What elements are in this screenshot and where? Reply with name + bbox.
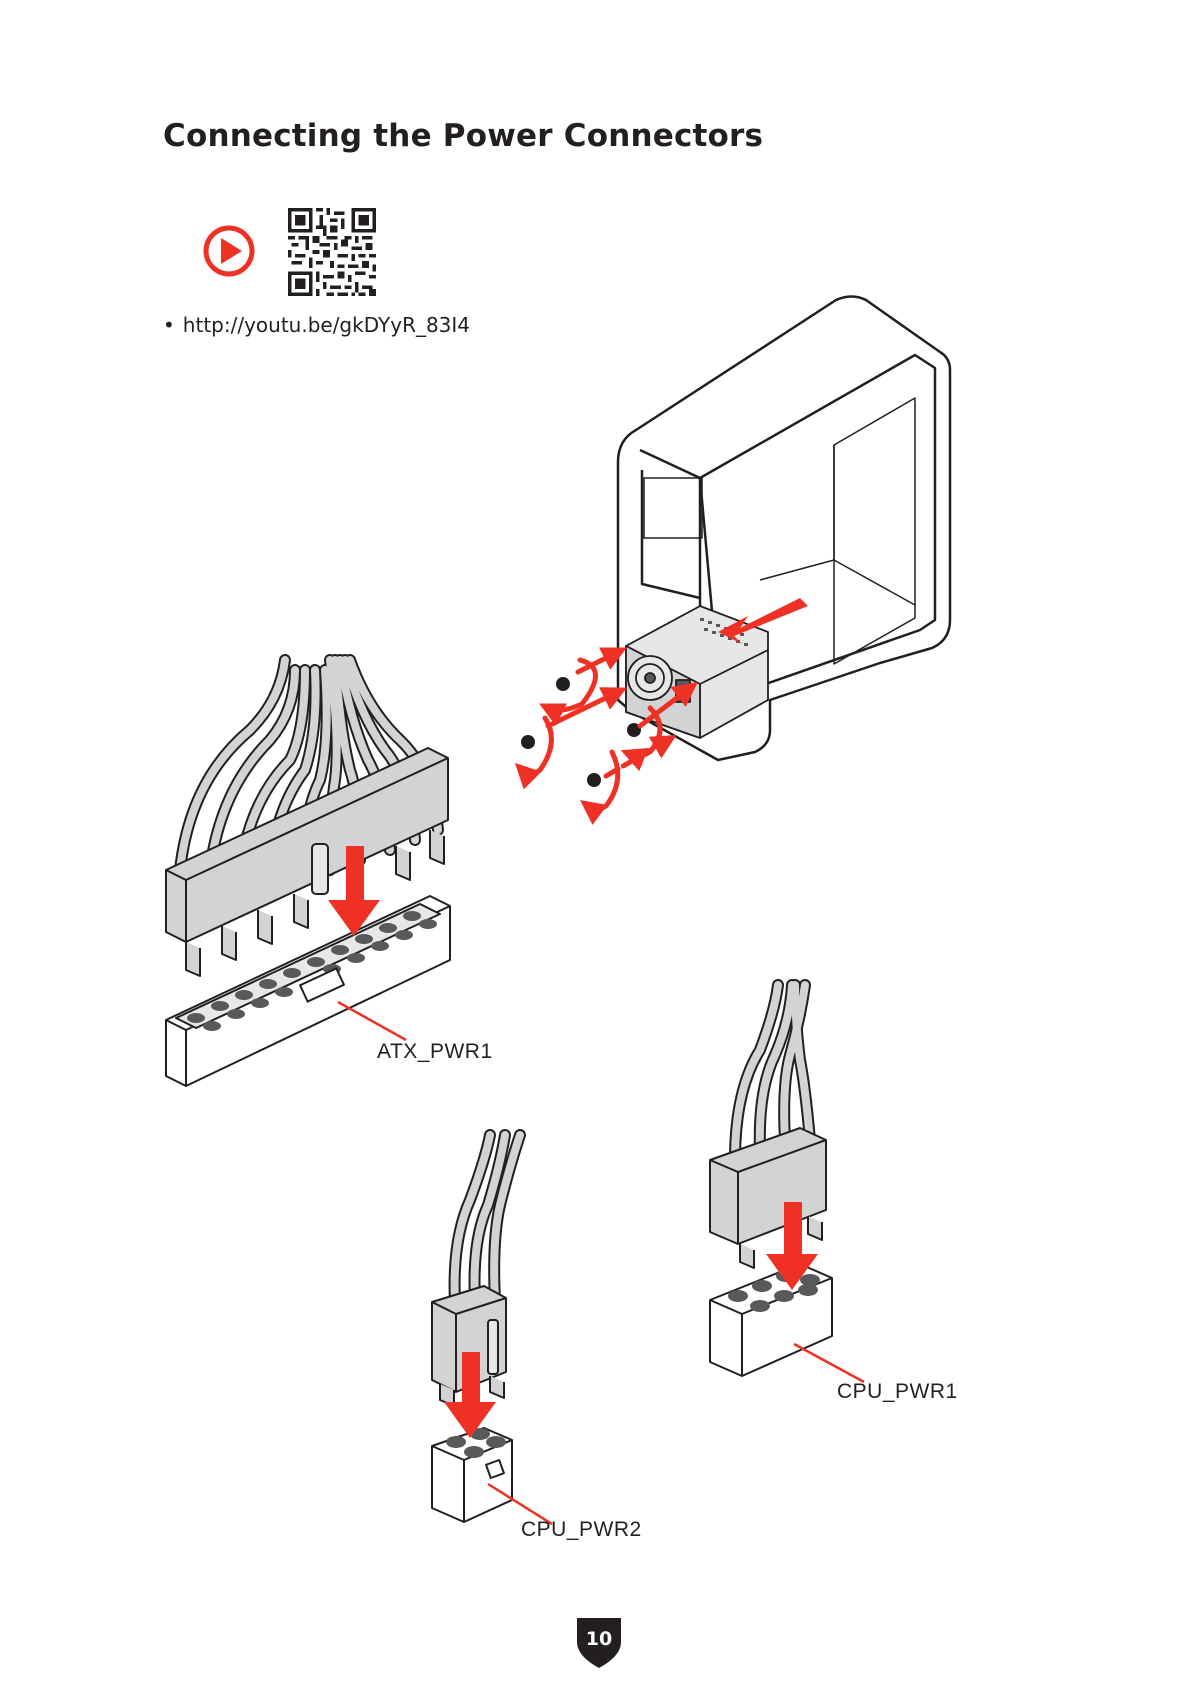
atx-pwr1-label: ATX_PWR1 (377, 1040, 493, 1064)
atx-label-leader (338, 1002, 406, 1040)
cpu1-plug (710, 1128, 826, 1268)
page-number: 10 (574, 1628, 624, 1650)
cpu1-header (710, 1264, 832, 1376)
cpu2-header (432, 1428, 512, 1522)
cpu1-label-leader (794, 1344, 864, 1382)
cpu-pwr1-label: CPU_PWR1 (837, 1380, 958, 1404)
cpu-pwr2-label: CPU_PWR2 (521, 1518, 642, 1542)
